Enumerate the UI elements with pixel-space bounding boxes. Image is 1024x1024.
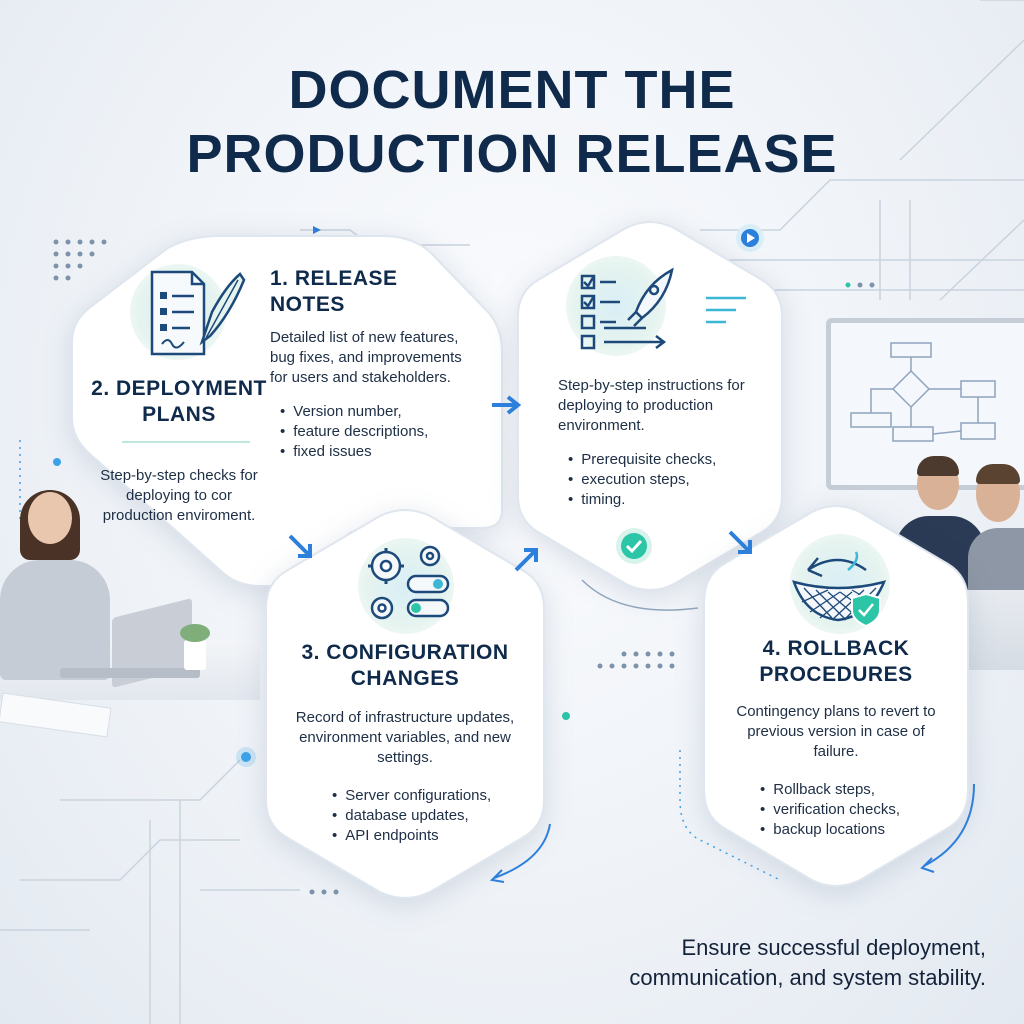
release-notes-description: Detailed list of new features, bug fixes… <box>270 329 462 386</box>
configuration-changes-heading: 3. CONFIGURATION CHANGES <box>301 641 509 690</box>
deployment-plans-description: Step-by-step checks for deploying to cor… <box>100 467 258 524</box>
card-release-notes: 1. RELEASE NOTES Detailed list of new fe… <box>70 232 503 587</box>
title-line-1: DOCUMENT THE <box>288 60 736 120</box>
gears-toggles-icon <box>368 545 450 620</box>
safety-net-shield-icon <box>792 551 887 628</box>
rollback-procedures-description: Contingency plans to revert to previous … <box>736 703 936 760</box>
footer-line-2: communication, and system stability. <box>629 965 986 990</box>
configuration-changes-bullets: Server configurations, database updates,… <box>332 786 534 846</box>
deployment-instructions-bullets: Prerequisite checks, execution steps, ti… <box>568 450 778 510</box>
check-badge-icon <box>616 528 652 564</box>
list-item: Prerequisite checks, <box>568 450 778 470</box>
card-deployment-instructions: Step-by-step instructions for deploying … <box>516 220 784 592</box>
configuration-changes-text: 3. CONFIGURATION CHANGES Record of infra… <box>276 640 534 846</box>
arrow-down-icon <box>288 534 312 558</box>
woman-at-laptop <box>0 490 120 690</box>
footer-tagline: Ensure successful deployment, communicat… <box>526 933 986 993</box>
release-notes-heading: 1. RELEASE NOTES <box>270 267 398 316</box>
arrow-up-right-icon <box>514 548 538 572</box>
deployment-plans-heading: 2. DEPLOYMENT PLANS <box>91 377 267 426</box>
list-item: Version number, <box>280 402 490 422</box>
list-item: database updates, <box>332 806 534 826</box>
arrow-right-icon <box>492 395 522 415</box>
arrow-down-right-icon <box>728 530 752 554</box>
list-item: fixed issues <box>280 442 490 462</box>
deployment-instructions-text: Step-by-step instructions for deploying … <box>558 376 778 510</box>
flowchart-graphic <box>850 342 996 442</box>
list-item: API endpoints <box>332 826 534 846</box>
list-item: feature descriptions, <box>280 422 490 442</box>
rollback-procedures-text: 4. ROLLBACK PROCEDURES Contingency plans… <box>716 636 956 840</box>
list-item: Server configurations, <box>332 786 534 806</box>
rollback-procedures-bullets: Rollback steps, verification checks, bac… <box>760 780 956 840</box>
list-item: Rollback steps, <box>760 780 956 800</box>
deployment-instructions-description: Step-by-step instructions for deploying … <box>558 377 745 434</box>
potted-plant <box>180 624 210 670</box>
document-quill-icon <box>150 270 246 356</box>
page-title: DOCUMENT THE PRODUCTION RELEASE <box>0 58 1024 186</box>
flowchart-screen <box>826 318 1024 490</box>
card-configuration-changes: 3. CONFIGURATION CHANGES Record of infra… <box>264 508 546 900</box>
list-item: backup locations <box>760 820 956 840</box>
list-item: timing. <box>568 490 778 510</box>
title-line-2: PRODUCTION RELEASE <box>186 124 838 184</box>
release-notes-text: 1. RELEASE NOTES Detailed list of new fe… <box>270 266 490 462</box>
list-item: verification checks, <box>760 800 956 820</box>
rollback-procedures-heading: 4. ROLLBACK PROCEDURES <box>759 637 913 686</box>
curved-connector-top <box>581 579 699 611</box>
curved-connector-left <box>489 823 551 883</box>
configuration-changes-description: Record of infrastructure updates, enviro… <box>295 709 515 766</box>
list-item: execution steps, <box>568 470 778 490</box>
deployment-plans-text: 2. DEPLOYMENT PLANS Step-by-step checks … <box>84 376 274 526</box>
footer-line-1: Ensure successful deployment, <box>681 935 987 960</box>
card-rollback-procedures: 4. ROLLBACK PROCEDURES Contingency plans… <box>702 504 970 888</box>
checklist-rocket-icon <box>580 267 746 350</box>
release-notes-bullets: Version number, feature descriptions, fi… <box>280 402 490 462</box>
curved-connector-right <box>920 783 975 873</box>
